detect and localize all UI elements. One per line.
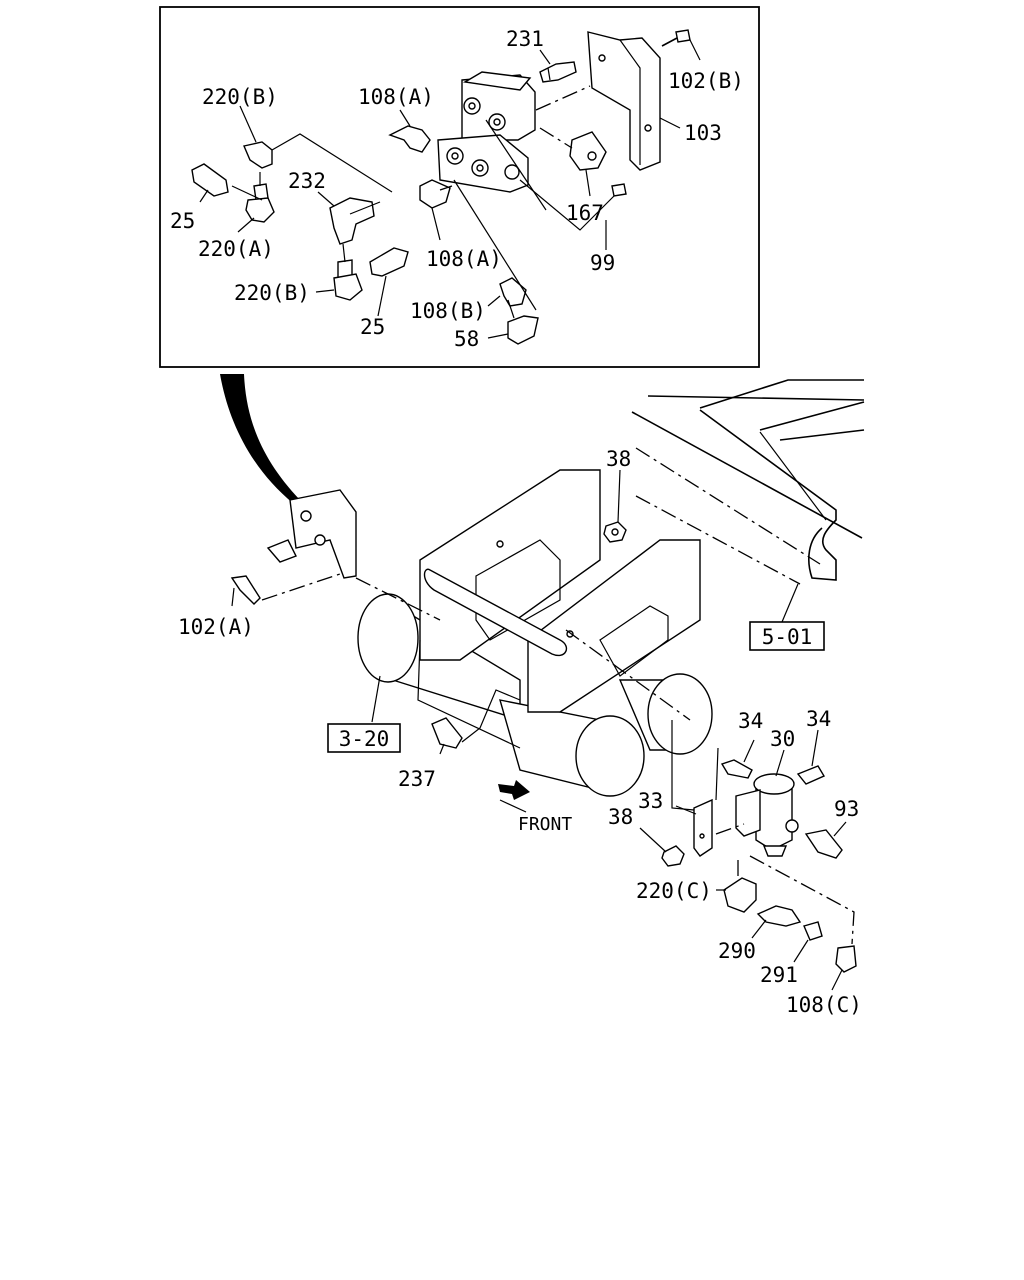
detail-callout-arrow — [220, 374, 300, 504]
label-34-right: 34 — [806, 707, 831, 731]
main-lines — [565, 629, 855, 945]
label-220b-top: 220(B) — [202, 85, 278, 109]
bolts-34 — [720, 759, 826, 785]
label-102a: 102(A) — [178, 615, 254, 639]
label-108a-top: 108(A) — [358, 85, 434, 109]
label-103: 103 — [684, 121, 722, 145]
fitting-108c — [835, 945, 857, 973]
bracket-103 — [587, 31, 661, 171]
fitting-220a — [245, 183, 275, 223]
bolt-102a — [230, 573, 441, 621]
fitting-220b-top — [243, 141, 273, 169]
label-33: 33 — [638, 789, 663, 813]
elbow-108a-mid — [419, 179, 451, 209]
valve-assembly-mini — [266, 489, 357, 579]
label-25-left: 25 — [170, 209, 195, 233]
breather-237 — [417, 639, 521, 749]
label-232: 232 — [288, 169, 326, 193]
switch-25-low — [369, 247, 409, 277]
label-34-left: 34 — [738, 709, 763, 733]
elbow-108a-top — [388, 125, 431, 153]
fitting-290 — [756, 905, 802, 927]
part-labels: 231 102(B) 103 220(B) 108(A) 25 232 167 … — [170, 27, 862, 1017]
label-220a: 220(A) — [198, 237, 274, 261]
frame-rail — [631, 379, 865, 585]
fitting-220c — [723, 877, 757, 913]
main-leaders — [231, 469, 847, 991]
tee-232 — [329, 197, 375, 245]
label-108b: 108(B) — [410, 299, 486, 323]
detail-inset — [159, 6, 760, 368]
label-38-low: 38 — [608, 805, 633, 829]
switch-25-left — [191, 163, 229, 197]
ref-label-frame: 5-01 — [762, 625, 813, 649]
front-arrow-icon — [498, 780, 530, 813]
label-99: 99 — [590, 251, 615, 275]
nut-38-top — [603, 521, 627, 543]
bolt-102b — [661, 29, 691, 47]
valve-block — [437, 71, 536, 193]
front-label: FRONT — [518, 814, 572, 835]
label-220c: 220(C) — [636, 879, 712, 903]
bracket-33 — [693, 798, 713, 857]
label-167: 167 — [566, 201, 604, 225]
label-237: 237 — [398, 767, 436, 791]
ref-label-tank: 3-20 — [339, 727, 390, 751]
label-93: 93 — [834, 797, 859, 821]
fitting-231 — [539, 61, 577, 83]
label-102b: 102(B) — [668, 69, 744, 93]
ref-box-tank[interactable]: 3-20 — [327, 723, 401, 753]
fitting-220b-low — [333, 259, 363, 301]
label-220b-low: 220(B) — [234, 281, 310, 305]
fitting-93 — [804, 829, 843, 859]
tank-hangers — [419, 469, 701, 713]
label-38-top: 38 — [606, 447, 631, 471]
label-291: 291 — [760, 963, 798, 987]
valve-30 — [735, 773, 799, 857]
elbow-108b — [499, 277, 527, 307]
fitting-291 — [803, 921, 823, 941]
label-108c: 108(C) — [786, 993, 862, 1017]
label-231: 231 — [506, 27, 544, 51]
label-290: 290 — [718, 939, 756, 963]
inset-leaders — [199, 39, 701, 339]
label-58: 58 — [454, 327, 479, 351]
mount-167 — [569, 131, 627, 197]
ref-box-frame[interactable]: 5-01 — [749, 621, 825, 651]
label-108a-mid: 108(A) — [426, 247, 502, 271]
fitting-58 — [507, 315, 539, 345]
inset-lines — [231, 85, 615, 319]
nut-38-low — [661, 845, 685, 867]
label-30: 30 — [770, 727, 795, 751]
label-25-low: 25 — [360, 315, 385, 339]
